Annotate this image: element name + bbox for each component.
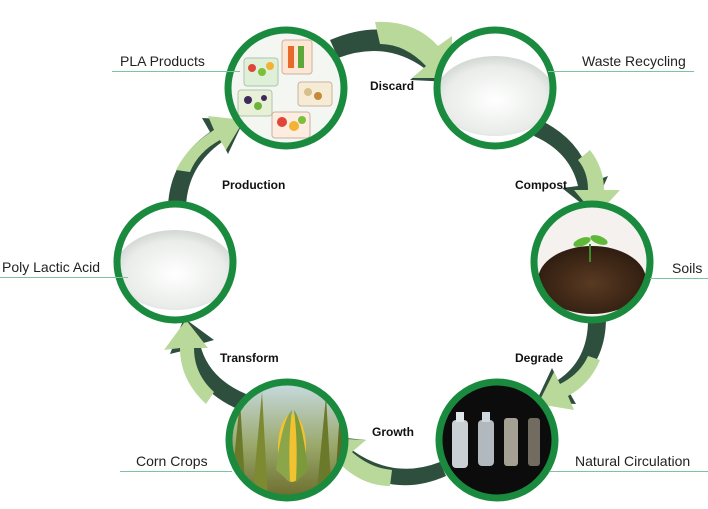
node-corn-crops [225, 378, 349, 502]
arrow-compost-head [574, 150, 620, 216]
bottle-icon [452, 420, 468, 468]
step-compost: Compost [515, 178, 567, 192]
label-pla-products: PLA Products [120, 53, 205, 69]
step-transform: Transform [220, 351, 279, 365]
underline-pla-products [112, 71, 240, 72]
underline-poly-lactic-acid [0, 277, 128, 278]
node-soils [530, 200, 654, 324]
node-waste-recycling [433, 26, 557, 150]
granules-pile [117, 230, 233, 310]
underline-natural-circulation [550, 471, 708, 472]
arrow-degrade-head [538, 356, 600, 410]
granules-pile [437, 56, 553, 136]
soil-mound [538, 246, 646, 314]
underline-soils [650, 278, 708, 279]
label-soils: Soils [672, 260, 703, 276]
underline-corn-crops [120, 471, 232, 472]
arrow-growth [326, 436, 446, 486]
arrow-production-head [176, 116, 244, 172]
underline-waste-recycling [548, 71, 694, 72]
seedling-icon [573, 237, 591, 247]
node-pla-products [224, 26, 348, 150]
label-poly-lactic-acid: Poly Lactic Acid [2, 259, 101, 275]
arrow-discard-head [375, 21, 452, 78]
label-waste-recycling: Waste Recycling [582, 53, 686, 69]
node-poly-lactic-acid [113, 200, 237, 324]
step-discard: Discard [370, 79, 415, 93]
step-degrade: Degrade [515, 351, 564, 365]
arrow-transform-head [164, 320, 214, 404]
step-production: Production [222, 178, 286, 192]
label-corn-crops: Corn Crops [136, 453, 208, 469]
node-natural-circulation [435, 378, 559, 502]
step-growth: Growth [372, 425, 414, 439]
label-natural-circulation: Natural Circulation [575, 453, 691, 469]
